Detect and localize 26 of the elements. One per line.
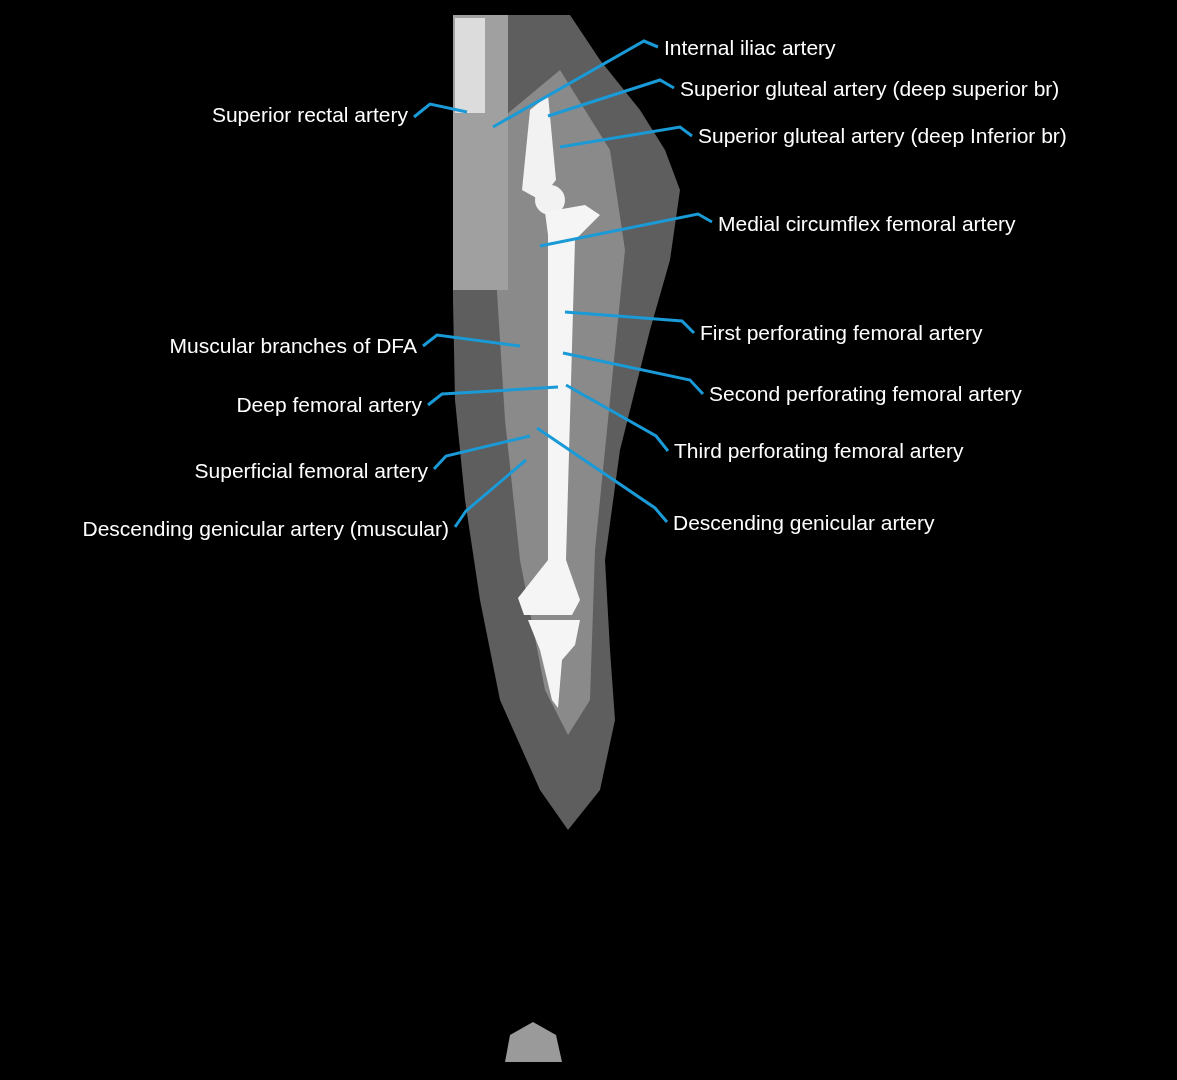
anatomy-label: Descending genicular artery <box>673 510 935 536</box>
anatomy-label: Second perforating femoral artery <box>709 381 1022 407</box>
leader-line <box>559 125 693 149</box>
anatomy-label: Descending genicular artery (muscular) <box>82 516 449 542</box>
anatomy-label: Third perforating femoral artery <box>674 438 964 464</box>
anatomy-label: Superficial femoral artery <box>194 458 428 484</box>
anatomy-label: Deep femoral artery <box>236 392 422 418</box>
leader-line <box>536 426 669 523</box>
leader-line <box>422 333 521 348</box>
anatomy-label: First perforating femoral artery <box>700 320 983 346</box>
leader-line <box>564 310 696 335</box>
leader-line <box>413 102 468 119</box>
leader-line <box>492 39 659 129</box>
leader-line <box>539 212 713 248</box>
leader-line <box>565 383 670 452</box>
leader-line <box>453 458 527 528</box>
leader-line <box>562 351 705 396</box>
anatomy-label: Superior gluteal artery (deep superior br) <box>680 76 1060 102</box>
anatomy-label: Internal iliac artery <box>664 35 836 61</box>
leader-line <box>547 78 675 118</box>
anatomy-label: Muscular branches of DFA <box>169 333 417 359</box>
leader-line <box>432 434 531 470</box>
anatomy-label: Superior gluteal artery (deep Inferior br) <box>698 123 1067 149</box>
anatomy-label: Superior rectal artery <box>211 102 408 128</box>
anatomy-label: Medial circumflex femoral artery <box>718 211 1016 237</box>
leader-line <box>427 385 559 407</box>
